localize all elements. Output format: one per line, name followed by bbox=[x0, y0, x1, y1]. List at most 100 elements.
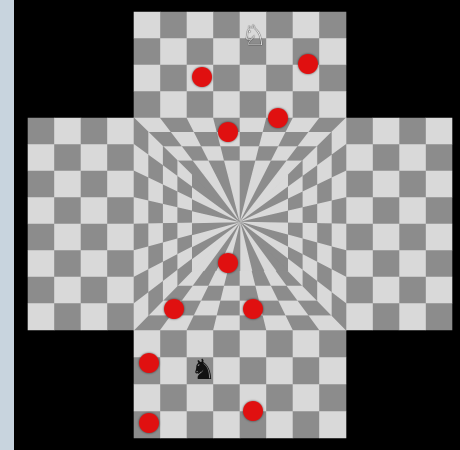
board-square[interactable] bbox=[346, 171, 373, 198]
board-square[interactable] bbox=[214, 384, 241, 411]
board-square[interactable] bbox=[55, 145, 82, 172]
board-square[interactable] bbox=[399, 145, 426, 172]
board-square[interactable] bbox=[134, 92, 161, 119]
board-square[interactable] bbox=[346, 304, 373, 331]
board-square[interactable] bbox=[221, 286, 240, 301]
board-square[interactable] bbox=[161, 411, 188, 438]
board-square[interactable] bbox=[346, 118, 373, 145]
board-square[interactable] bbox=[240, 92, 267, 119]
board-square[interactable] bbox=[399, 277, 426, 304]
move-marker[interactable] bbox=[218, 122, 238, 142]
board-square[interactable] bbox=[426, 118, 453, 145]
board-square[interactable] bbox=[161, 330, 188, 357]
board-square[interactable] bbox=[187, 12, 214, 39]
board-square[interactable] bbox=[161, 65, 188, 92]
board-square[interactable] bbox=[55, 198, 82, 225]
board-square[interactable] bbox=[187, 39, 214, 66]
board-square[interactable] bbox=[81, 304, 108, 331]
board-square[interactable] bbox=[28, 118, 55, 145]
board-square[interactable] bbox=[81, 251, 108, 278]
board-square[interactable] bbox=[293, 384, 320, 411]
board-square[interactable] bbox=[161, 357, 188, 384]
board-square[interactable] bbox=[81, 118, 108, 145]
board-square[interactable] bbox=[214, 330, 241, 357]
board-square[interactable] bbox=[214, 65, 241, 92]
board-square[interactable] bbox=[267, 357, 294, 384]
board-square[interactable] bbox=[163, 204, 178, 223]
board-square[interactable] bbox=[240, 330, 267, 357]
board-square[interactable] bbox=[320, 65, 347, 92]
board-square[interactable] bbox=[293, 330, 320, 357]
move-marker[interactable] bbox=[243, 299, 263, 319]
move-marker[interactable] bbox=[243, 401, 263, 421]
board-square[interactable] bbox=[134, 39, 161, 66]
board-square[interactable] bbox=[221, 147, 240, 161]
board-square[interactable] bbox=[373, 145, 400, 172]
board-square[interactable] bbox=[161, 39, 188, 66]
board-square[interactable] bbox=[214, 12, 241, 39]
board-square[interactable] bbox=[373, 171, 400, 198]
board-square[interactable] bbox=[373, 277, 400, 304]
board-square[interactable] bbox=[346, 251, 373, 278]
board-square[interactable] bbox=[187, 411, 214, 438]
board-square[interactable] bbox=[240, 357, 267, 384]
board-square[interactable] bbox=[108, 171, 135, 198]
board-square[interactable] bbox=[293, 357, 320, 384]
board-square[interactable] bbox=[317, 201, 332, 224]
board-square[interactable] bbox=[320, 357, 347, 384]
board-square[interactable] bbox=[373, 224, 400, 251]
board-square[interactable] bbox=[55, 277, 82, 304]
board-square[interactable] bbox=[267, 39, 294, 66]
board-square[interactable] bbox=[373, 304, 400, 331]
board-square[interactable] bbox=[331, 198, 346, 225]
board-square[interactable] bbox=[426, 171, 453, 198]
board-square[interactable] bbox=[302, 204, 317, 223]
board-square[interactable] bbox=[346, 277, 373, 304]
board-square[interactable] bbox=[373, 198, 400, 225]
board-square[interactable] bbox=[81, 171, 108, 198]
board-square[interactable] bbox=[214, 315, 241, 330]
board-square[interactable] bbox=[373, 251, 400, 278]
board-square[interactable] bbox=[28, 277, 55, 304]
board-square[interactable] bbox=[187, 92, 214, 119]
board-square[interactable] bbox=[267, 411, 294, 438]
board-square[interactable] bbox=[81, 224, 108, 251]
board-square[interactable] bbox=[426, 304, 453, 331]
board-square[interactable] bbox=[28, 198, 55, 225]
board-square[interactable] bbox=[373, 118, 400, 145]
board-square[interactable] bbox=[28, 145, 55, 172]
board-square[interactable] bbox=[214, 411, 241, 438]
board-square[interactable] bbox=[161, 384, 188, 411]
board-square[interactable] bbox=[320, 330, 347, 357]
board-square[interactable] bbox=[149, 201, 164, 224]
board-square[interactable] bbox=[81, 198, 108, 225]
board-square[interactable] bbox=[346, 224, 373, 251]
board-square[interactable] bbox=[320, 92, 347, 119]
board-square[interactable] bbox=[267, 65, 294, 92]
board-square[interactable] bbox=[331, 224, 346, 251]
move-marker[interactable] bbox=[164, 299, 184, 319]
board-square[interactable] bbox=[28, 224, 55, 251]
board-square[interactable] bbox=[214, 357, 241, 384]
board-square[interactable] bbox=[134, 224, 149, 251]
board-square[interactable] bbox=[134, 65, 161, 92]
board-square[interactable] bbox=[267, 330, 294, 357]
board-square[interactable] bbox=[55, 171, 82, 198]
board-square[interactable] bbox=[81, 145, 108, 172]
board-square[interactable] bbox=[399, 118, 426, 145]
black-knight-icon[interactable]: ♞ bbox=[190, 356, 215, 384]
move-marker[interactable] bbox=[139, 413, 159, 433]
board-square[interactable] bbox=[108, 145, 135, 172]
board-square[interactable] bbox=[28, 304, 55, 331]
board-square[interactable] bbox=[217, 300, 240, 315]
board-square[interactable] bbox=[346, 198, 373, 225]
move-marker[interactable] bbox=[192, 67, 212, 87]
board-square[interactable] bbox=[55, 304, 82, 331]
board-square[interactable] bbox=[28, 171, 55, 198]
board-square[interactable] bbox=[214, 39, 241, 66]
board-square[interactable] bbox=[426, 251, 453, 278]
board-square[interactable] bbox=[426, 145, 453, 172]
board-square[interactable] bbox=[240, 65, 267, 92]
board-square[interactable] bbox=[293, 92, 320, 119]
board-square[interactable] bbox=[108, 251, 135, 278]
